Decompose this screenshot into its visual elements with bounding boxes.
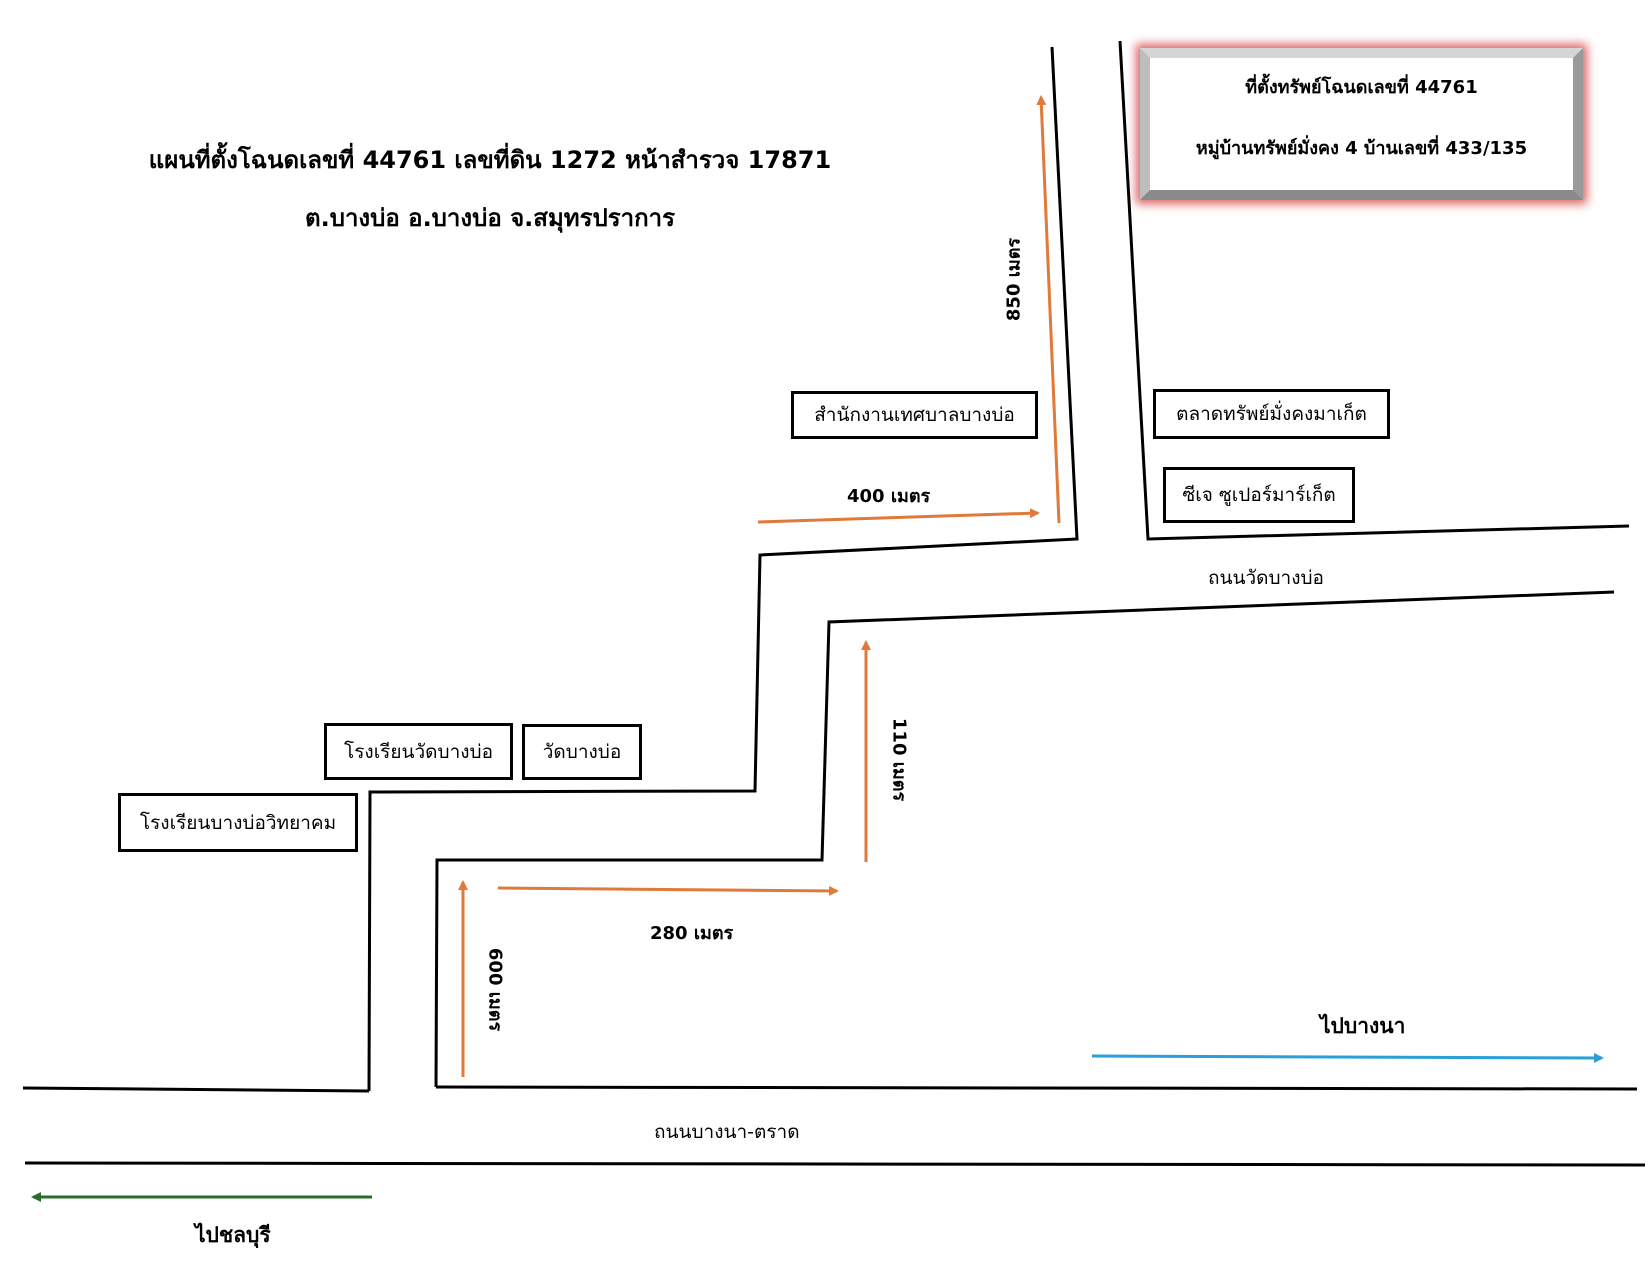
wat-bangbo-road-north-edge: [1118, 40, 1630, 541]
bangna-trat-road-upper-left: [22, 1086, 370, 1093]
direction-label-chonburi: ไปชลบุรี: [195, 1223, 271, 1247]
property-location-box: ที่ตั้งทรัพย์โฉนดเลขที่ 44761 หมู่บ้านทร…: [1140, 48, 1583, 200]
direction-label-bangna: ไปบางนา: [1320, 1014, 1406, 1038]
property-address-label: หมู่บ้านทรัพย์มั่งคง 4 บ้านเลขที่ 433/13…: [1195, 138, 1528, 159]
distance-label-850: 850 เมตร: [1003, 237, 1025, 322]
landmark-cj-supermarket: ซีเจ ซูเปอร์มาร์เก็ต: [1163, 467, 1355, 523]
route-arrow-850: [1036, 95, 1061, 524]
distance-label-600: 600 เมตร: [484, 947, 506, 1032]
landmark-temple: วัดบางบ่อ: [522, 724, 642, 780]
bangna-trat-road-upper-right: [435, 1085, 1638, 1091]
landmark-market: ตลาดทรัพย์มั่งคงมาเก็ต: [1153, 389, 1390, 439]
landmark-temple-school: โรงเรียนวัดบางบ่อ: [324, 723, 513, 780]
property-deed-label: ที่ตั้งทรัพย์โฉนดเลขที่ 44761: [1245, 77, 1478, 98]
road-label-wat-bangbo: ถนนวัดบางบ่อ: [1208, 567, 1324, 589]
map-title-line1: แผนที่ตั้งโฉนดเลขที่ 44761 เลขที่ดิน 127…: [148, 146, 832, 174]
landmark-bangbo-school: โรงเรียนบางบ่อวิทยาคม: [118, 793, 358, 852]
distance-label-280: 280 เมตร: [650, 923, 734, 944]
to-bangna-arrow: [1091, 1052, 1604, 1063]
left-soi-west-edge: [367, 46, 1079, 1092]
distance-label-110: 110 เมตร: [888, 717, 910, 802]
route-soi-east-edge: [434, 590, 1615, 1088]
bangna-trat-road-lower: [24, 1161, 1646, 1167]
route-arrow-280: [497, 885, 839, 896]
distance-label-400: 400 เมตร: [847, 486, 931, 507]
landmark-municipal-office: สำนักงานเทศบาลบางบ่อ: [791, 391, 1038, 439]
map-title-line2: ต.บางบ่อ อ.บางบ่อ จ.สมุทรปราการ: [305, 204, 675, 232]
route-arrow-400: [757, 508, 1040, 524]
road-label-bangna-trat: ถนนบางนา-ตราด: [654, 1121, 800, 1143]
